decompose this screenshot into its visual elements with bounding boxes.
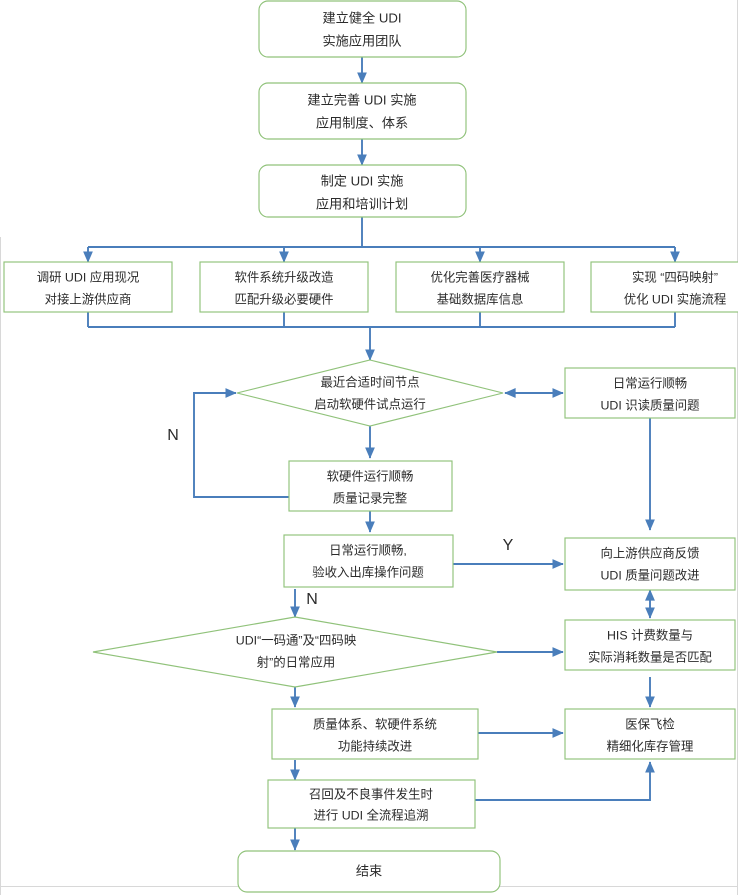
node-shape xyxy=(564,619,736,671)
node-establish-udi-system[interactable]: 建立完善 UDI 实施 应用制度、体系 xyxy=(258,82,467,140)
node-shape xyxy=(288,460,453,512)
node-line-1: 制定 UDI 实施 xyxy=(321,173,404,188)
node-line-2: 进行 UDI 全流程追溯 xyxy=(314,807,429,822)
node-shape xyxy=(590,261,738,313)
node-line-2: 验收入出库操作问题 xyxy=(312,564,424,579)
node-shape xyxy=(3,261,173,313)
node-line-2: 质量记录完整 xyxy=(333,490,407,505)
node-insurance-inspection[interactable]: 医保飞检 精细化库存管理 xyxy=(564,708,736,760)
node-shape xyxy=(199,261,369,313)
node-continuous-improvement[interactable]: 质量体系、软硬件系统 功能持续改进 xyxy=(271,708,479,760)
node-line-2: 实施应用团队 xyxy=(322,33,401,48)
node-daily-run-quality-issue[interactable]: 日常运行顺畅 UDI 识读质量问题 xyxy=(564,367,736,419)
node-line-1: 日常运行顺畅, xyxy=(329,543,407,557)
node-shape xyxy=(258,82,467,140)
node-line-1: 向上游供应商反馈 xyxy=(600,545,699,560)
node-line-1: 实现 “四码映射” xyxy=(632,269,718,284)
node-line-1: 软件系统升级改造 xyxy=(234,270,334,284)
node-line-1: HIS 计费数量与 xyxy=(607,627,693,642)
connectors xyxy=(83,57,680,851)
node-daily-run-inbound-outbound[interactable]: 日常运行顺畅, 验收入出库操作问题 xyxy=(283,534,454,588)
node-software-upgrade[interactable]: 软件系统升级改造 匹配升级必要硬件 xyxy=(199,261,369,313)
node-line-1: 建立健全 UDI xyxy=(322,9,401,25)
node-shape xyxy=(564,708,736,760)
node-line-1: 调研 UDI 应用现况 xyxy=(37,269,140,284)
node-line-1: 日常运行顺畅 xyxy=(613,376,687,390)
node-shape xyxy=(267,779,476,829)
node-shape xyxy=(92,616,498,688)
node-make-training-plan[interactable]: 制定 UDI 实施 应用和培训计划 xyxy=(258,164,467,218)
node-shape xyxy=(564,367,736,419)
node-shape xyxy=(237,850,501,893)
node-line-2: 精细化库存管理 xyxy=(607,738,694,753)
node-line-1: 质量体系、软硬件系统 xyxy=(313,717,437,731)
node-line-2: 功能持续改进 xyxy=(338,738,412,753)
node-establish-udi-team[interactable]: 建立健全 UDI 实施应用团队 xyxy=(258,0,467,58)
edge-label-n-pilot: N xyxy=(167,427,179,444)
node-line-1: 建立完善 UDI 实施 xyxy=(307,92,416,107)
node-line-1: 召回及不良事件发生时 xyxy=(309,786,433,801)
node-survey-udi-status[interactable]: 调研 UDI 应用现况 对接上游供应商 xyxy=(3,261,173,313)
node-line-1: 最近合适时间节点 xyxy=(320,374,419,389)
node-end[interactable]: 结束 xyxy=(237,850,501,893)
node-shape xyxy=(283,534,454,588)
edge-label-n-daily: N xyxy=(306,591,318,608)
node-optimize-device-database[interactable]: 优化完善医疗器械 基础数据库信息 xyxy=(395,261,565,313)
node-line-1: 结束 xyxy=(356,863,382,878)
node-his-billing-match[interactable]: HIS 计费数量与 实际消耗数量是否匹配 xyxy=(564,619,736,671)
node-line-1: 医保飞检 xyxy=(625,716,675,731)
node-recall-traceability[interactable]: 召回及不良事件发生时 进行 UDI 全流程追溯 xyxy=(267,779,476,829)
node-line-2: 应用制度、体系 xyxy=(316,115,408,130)
node-shape xyxy=(236,359,504,427)
node-line-2: 基础数据库信息 xyxy=(437,291,524,306)
node-line-2: 应用和培训计划 xyxy=(316,196,408,211)
node-line-2: UDI 质量问题改进 xyxy=(600,568,699,582)
node-shape xyxy=(395,261,565,313)
node-line-2: 射”的日常应用 xyxy=(257,654,335,669)
node-line-2: 启动软硬件试点运行 xyxy=(314,396,426,411)
node-line-2: 对接上游供应商 xyxy=(45,291,132,306)
node-line-2: 优化 UDI 实施流程 xyxy=(624,291,727,306)
node-shape xyxy=(564,537,736,591)
node-shape xyxy=(271,708,479,760)
node-line-2: UDI 识读质量问题 xyxy=(600,398,699,412)
node-shape xyxy=(258,0,467,58)
node-hw-sw-smooth[interactable]: 软硬件运行顺畅 质量记录完整 xyxy=(288,460,453,512)
node-four-code-mapping[interactable]: 实现 “四码映射” 优化 UDI 实施流程 xyxy=(590,261,738,313)
node-feedback-to-supplier[interactable]: 向上游供应商反馈 UDI 质量问题改进 xyxy=(564,537,736,591)
node-line-2: 匹配升级必要硬件 xyxy=(234,292,333,306)
edge-label-y: Y xyxy=(503,537,514,554)
node-decision-pilot-start[interactable]: 最近合适时间节点 启动软硬件试点运行 xyxy=(236,359,504,427)
node-line-1: 优化完善医疗器械 xyxy=(430,269,529,284)
node-decision-daily-application[interactable]: UDI“一码通”及“四码映 射”的日常应用 xyxy=(92,616,498,688)
node-line-2: 实际消耗数量是否匹配 xyxy=(588,649,712,664)
node-shape xyxy=(258,164,467,218)
node-line-1: 软硬件运行顺畅 xyxy=(327,469,414,483)
node-line-1: UDI“一码通”及“四码映 xyxy=(236,633,356,647)
